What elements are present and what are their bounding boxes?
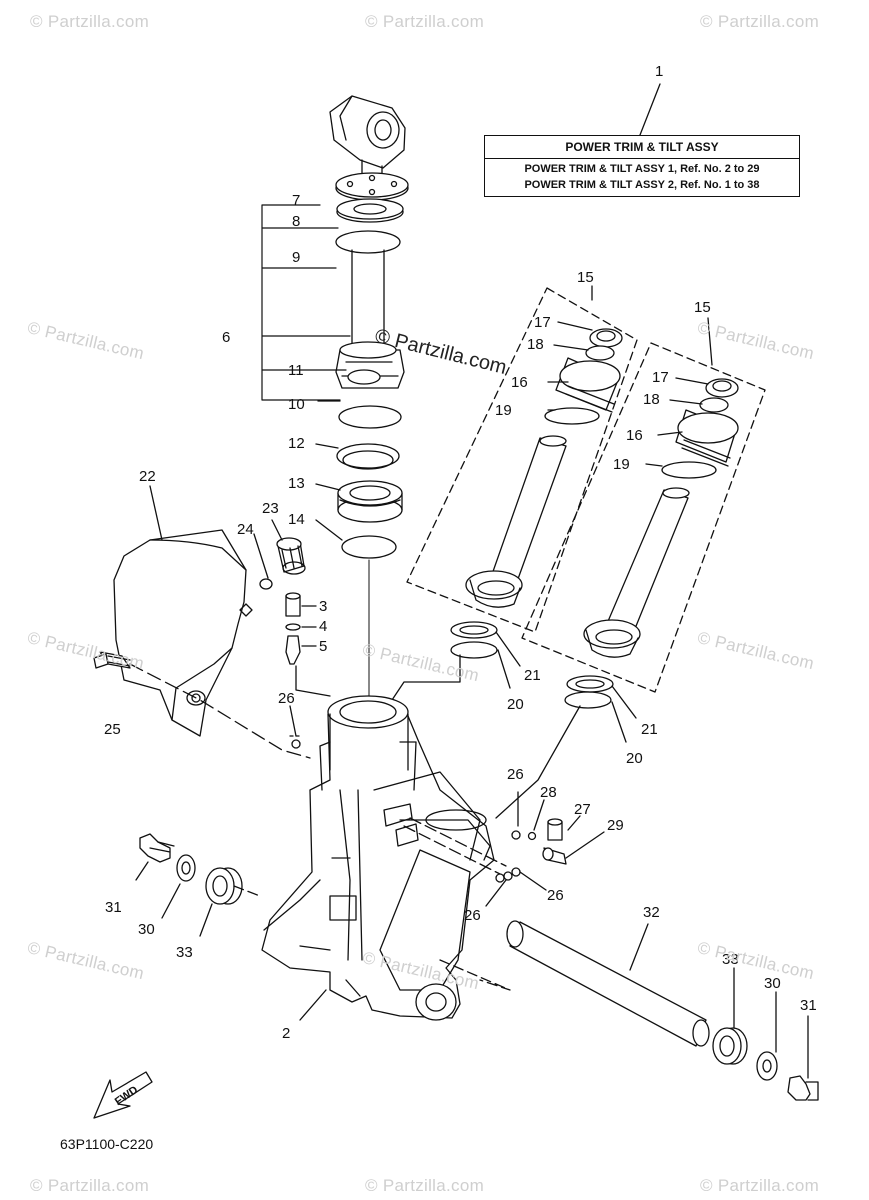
callout-23: 23	[262, 500, 279, 517]
callout-2: 2	[282, 1025, 291, 1042]
callout-19-left: 19	[495, 402, 512, 419]
legend-divider	[485, 158, 799, 159]
callout-10: 10	[288, 396, 305, 413]
housing	[261, 695, 495, 1021]
callout-20-left: 20	[507, 696, 524, 713]
legend-line-1: POWER TRIM & TILT ASSY 1, Ref. No. 2 to …	[524, 163, 760, 175]
callout-29: 29	[607, 817, 624, 834]
callout-25: 25	[104, 721, 121, 738]
tilt-rod-assembly	[329, 95, 409, 389]
callout-26-d: 26	[464, 907, 481, 924]
callout-21-right: 21	[641, 721, 658, 738]
watermark: © Partzilla.com	[30, 12, 150, 31]
callout-16-right: 16	[626, 427, 643, 444]
callout-33-right: 33	[722, 951, 739, 968]
callout-16-left: 16	[511, 374, 528, 391]
callout-20-right: 20	[626, 750, 643, 767]
legend-line-2: POWER TRIM & TILT ASSY 2, Ref. No. 1 to …	[524, 179, 760, 191]
callout-26-b: 26	[507, 766, 524, 783]
watermark: © Partzilla.com	[30, 1176, 150, 1195]
callout-14: 14	[288, 511, 305, 528]
check-valves	[403, 791, 605, 907]
callout-26-a: 26	[278, 690, 295, 707]
callout-21-left: 21	[524, 667, 541, 684]
callout-3: 3	[319, 598, 328, 615]
diagram-code: 63P1100-C220	[60, 1136, 154, 1152]
callout-8: 8	[292, 213, 301, 230]
callout-12: 12	[288, 435, 305, 452]
callout-13: 13	[288, 475, 305, 492]
callout-7: 7	[292, 192, 301, 209]
callout-30-left: 30	[138, 921, 155, 938]
callout-6: 6	[222, 329, 231, 346]
callout-31-right: 31	[800, 997, 817, 1014]
seal-stack	[336, 405, 403, 559]
cover-22	[93, 529, 311, 759]
watermark: © Partzilla.com	[365, 1176, 485, 1195]
callout-31-left: 31	[105, 899, 122, 916]
callout-15-right: 15	[694, 299, 711, 316]
callout-19-right: 19	[613, 456, 630, 473]
manual-valve-kits	[406, 285, 766, 693]
small-fittings	[253, 519, 331, 749]
callout-33-left: 33	[176, 944, 193, 961]
legend-title: POWER TRIM & TILT ASSY	[565, 140, 719, 154]
callout-24: 24	[237, 521, 254, 538]
callout-1: 1	[655, 63, 664, 80]
callout-5: 5	[319, 638, 328, 655]
callout-27: 27	[574, 801, 591, 818]
washers-20-21	[391, 621, 637, 819]
callout-11: 11	[288, 362, 304, 379]
watermark: © Partzilla.com	[700, 12, 820, 31]
tilt-shaft-assembly	[135, 833, 819, 1101]
callout-4: 4	[319, 618, 328, 635]
assembly-legend: POWER TRIM & TILT ASSY POWER TRIM & TILT…	[484, 135, 800, 197]
forward-arrow-icon	[93, 1071, 153, 1119]
callout-15-left: 15	[577, 269, 594, 286]
callout-30-right: 30	[764, 975, 781, 992]
callout-22: 22	[139, 468, 156, 485]
callout-17-right: 17	[652, 369, 669, 386]
watermark: © Partzilla.com	[365, 12, 485, 31]
callout-18-left: 18	[527, 336, 544, 353]
callout-32: 32	[643, 904, 660, 921]
callout-26-c: 26	[547, 887, 564, 904]
callout-17-left: 17	[534, 314, 551, 331]
callout-9: 9	[292, 249, 301, 266]
watermark: © Partzilla.com	[700, 1176, 820, 1195]
callout-18-right: 18	[643, 391, 660, 408]
callout-28: 28	[540, 784, 557, 801]
